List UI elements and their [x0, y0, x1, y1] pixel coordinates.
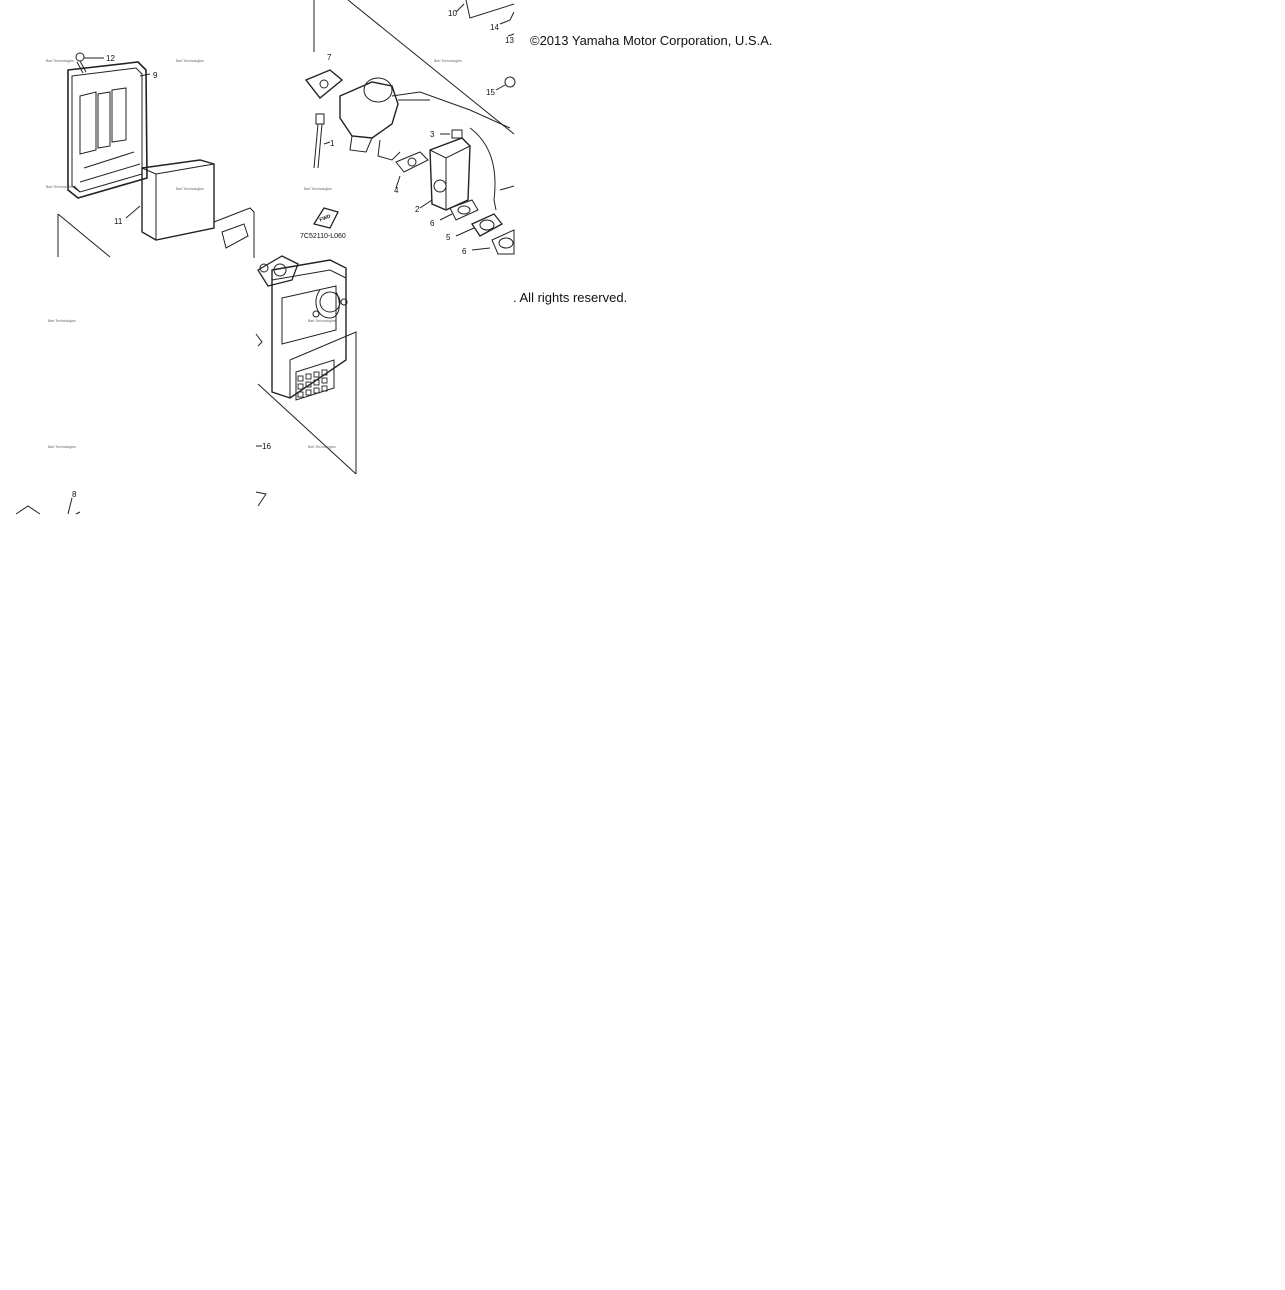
watermark-text: Bart Technologies — [176, 59, 204, 63]
air-filter-element — [141, 159, 215, 241]
part-callout-9: 9 — [153, 71, 158, 80]
watermark-text: Bart Technologies — [48, 319, 76, 323]
diagram-code: 7C52110-L060 — [300, 233, 346, 240]
lower-left-fragment — [15, 497, 81, 515]
part-callout-6: 6 — [430, 219, 435, 228]
part-callout-16: 16 — [262, 442, 271, 451]
copyright-notice: ©2013 Yamaha Motor Corporation, U.S.A. — [530, 33, 773, 48]
leader-11 — [125, 205, 141, 219]
watermark-text: Bart Technologies — [304, 187, 332, 191]
carburetor-group — [304, 0, 515, 255]
part-callout-12: 12 — [106, 54, 115, 63]
leader-9 — [139, 73, 151, 77]
gasket-fragment — [213, 207, 255, 258]
part-callout-5: 5 — [446, 233, 451, 242]
bolt-12 — [75, 52, 104, 74]
watermark-text: Bart Technologies — [308, 319, 336, 323]
part-callout-10: 10 — [448, 9, 457, 18]
rights-notice: . All rights reserved. — [513, 290, 628, 305]
part-callout-1: 1 — [330, 139, 335, 148]
panel-edge-left — [57, 213, 111, 258]
watermark-text: Bart Technologies — [46, 185, 74, 189]
watermark-text: Bart Technologies — [48, 445, 76, 449]
watermark-text: Bart Technologies — [308, 445, 336, 449]
upper-right-parts — [455, 0, 516, 91]
part-callout-8: 8 — [72, 490, 77, 499]
fwd-label: FWD — [319, 213, 332, 223]
part-callout-3: 3 — [430, 130, 435, 139]
air-cleaner-case — [67, 61, 148, 199]
part-callout-6: 6 — [462, 247, 467, 256]
part-callout-14: 14 — [490, 23, 499, 32]
muffler-group — [255, 255, 357, 507]
watermark-text: Bart Technologies — [434, 59, 462, 63]
part-callout-13: 13 — [505, 36, 514, 45]
watermark-text: Bart Technologies — [46, 59, 74, 63]
part-callout-7: 7 — [327, 53, 332, 62]
part-callout-11: 11 — [114, 217, 123, 226]
watermark-text: Bart Technologies — [176, 187, 204, 191]
part-callout-15: 15 — [486, 88, 495, 97]
part-callout-4: 4 — [394, 186, 399, 195]
part-callout-2: 2 — [415, 205, 420, 214]
